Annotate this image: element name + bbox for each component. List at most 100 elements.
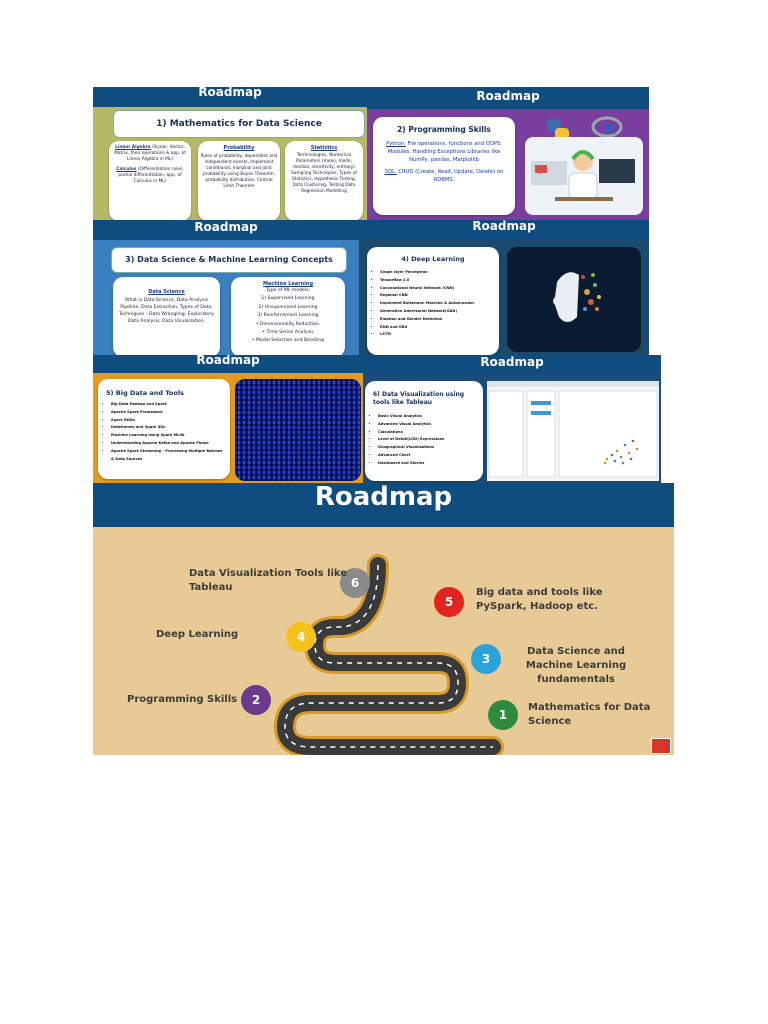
banner-title: Roadmap [472,220,536,233]
banner-title: Roadmap [196,355,260,367]
calculus-title: Calculus [116,167,137,172]
panel-heading: 1) Mathematics for Data Science [113,110,365,138]
python-text: File operations, functions and OOPS, Mod… [387,141,502,163]
dv-heading: 6) Data Visualization using tools like T… [373,391,465,406]
panel-programming: Roadmap 2) Programming Skills Python: Fi… [367,87,649,220]
binary-code-image-icon [235,379,361,481]
list-item: Regional CNN [380,292,495,300]
card-linear-algebra: Linear Algebra (Scalar, Vector, Matrix, … [109,141,191,220]
ds-title: Data Science [148,289,185,295]
ai-brain-image-icon [507,247,641,352]
banner-title: Roadmap [480,355,544,369]
probability-title: Probability [223,145,255,151]
roadmap-title: Roadmap [314,483,453,512]
banner-title: Roadmap [476,89,540,103]
sql-label: SQL: [384,169,397,175]
step-label-5: Big data and tools like PySpark, Hadoop … [476,587,603,612]
step-label-3: Data Science and Machine Learning fundam… [525,646,627,685]
list-item: Generative Adversarial Network(GAN) [380,308,495,316]
programming-heading: 2) Programming Skills [397,125,491,134]
card-big-data: 5) Big Data and Tools Big Data Hadoop an… [98,379,230,479]
panel-banner: Roadmap [367,87,649,109]
linear-algebra-text: (Scalar, Vector, Matrix, their operation… [114,145,186,162]
list-item: Understanding Apache Kafka and Apache Fl… [111,440,226,448]
panel-banner: Roadmap [359,220,649,240]
linear-algebra-title: Linear Algebra [115,145,151,150]
list-item: Implement Boltzmann Machine & Autoencode… [380,300,495,308]
roadmap-banner: Roadmap [93,483,674,527]
dl-list: Single layer Perceptron Tensorflow 2.0 C… [371,269,495,339]
list-item: Big Data Hadoop and Spark [111,401,226,409]
bd-heading: 5) Big Data and Tools [106,389,184,397]
corner-logo-icon [651,738,671,754]
ml-line: 3) Reinforcement Learning [257,313,319,319]
panel-banner: Roadmap [93,355,363,373]
list-item: Dataframes and Spark SQL [111,424,226,432]
step-circle-3: 3 [471,644,501,674]
ml-line: • Model Selection and Boosting [251,338,325,344]
list-item: Dashboard and Stories [378,460,479,468]
ml-line: Type of ML models: [265,288,311,293]
list-item: Apache Spark Framework [111,409,226,417]
card-probability: Probability Rules of probability, depend… [198,141,280,220]
list-item: Machine Learning using Spark MLlib [111,432,226,440]
step-label-2: Programming Skills [127,694,238,705]
step-circle-6: 6 [340,568,370,598]
card-statistics: Statistics Terminologies, Numerical Para… [285,141,363,220]
panel-heading: 3) Data Science & Machine Learning Conce… [111,247,347,273]
card-deep-learning: 4) Deep Learning Single layer Perceptron… [367,247,499,355]
calculus-text: (Differentiation rules, partial differen… [118,167,184,184]
step-label-4: Deep Learning [156,629,239,640]
panel-banner: Roadmap [93,220,359,240]
card-data-science: Data Science What is Data Science, Data … [113,277,220,355]
list-item: Tensorflow 2.0 [380,277,495,285]
panel-big-data: Roadmap 5) Big Data and Tools Big Data H… [93,355,363,483]
ml-line: 2) Unsupervised Learning [258,304,318,310]
ml-title: Machine Learning [262,281,314,287]
dl-heading: 4) Deep Learning [401,255,465,263]
panel-banner: Roadmap [93,87,367,107]
ml-line: • Dimensionality Reduction. [255,321,321,327]
sql-text: CRUD (Create, Read, Update, Delete) on R… [398,169,504,183]
panel-deep-learning: Roadmap 4) Deep Learning Single layer Pe… [359,220,649,355]
r-logo-icon: R [591,115,623,141]
panel-ds-ml: Roadmap 3) Data Science & Machine Learni… [93,220,359,355]
svg-text:R: R [604,120,616,138]
panel-data-visualization: Roadmap 6) Data Visualization using tool… [363,355,661,483]
list-item: Apache Spark Streaming - Processing Mult… [111,448,226,464]
list-item: Single layer Perceptron [380,269,495,277]
banner-title: Roadmap [194,220,258,234]
tableau-screenshot-icon [487,381,659,481]
roadmap-infographic: Roadmap 6 5 4 3 2 1 Data Visualization T… [93,483,674,755]
ds-text: What is Data Science, Data Analysis Pipe… [118,298,215,324]
card-data-visualization: 6) Data Visualization using tools like T… [365,381,483,481]
step-label-1: Mathematics for Data Science [528,702,651,727]
probability-text: Rules of probability, dependent and inde… [200,154,278,189]
ml-line: 1) Supervised Learning [261,296,315,302]
step-circle-2: 2 [241,685,271,715]
list-item: Basic Visual Analytics [378,413,479,421]
list-item: Convolutional Neural Network (CNN) [380,285,495,293]
card-programming: 2) Programming Skills Python: File opera… [373,117,515,215]
list-item: Calculations [378,429,479,437]
list-item: Spark RDDs [111,417,226,425]
ml-line: • Time Series Analysis [262,330,314,336]
programmer-illustration-icon [525,137,643,215]
step-circle-1: 1 [488,700,518,730]
statistics-title: Statistics [310,145,338,151]
step-label-6: Data Visualization Tools like Tableau [189,568,348,593]
card-machine-learning: Machine Learning Type of ML models: 1) S… [231,277,345,355]
list-item: RNN and GRU [380,324,495,332]
dv-list: Basic Visual Analytics Advanced Visual A… [369,413,479,468]
list-item: Geographical Visualizations [378,444,479,452]
list-item: Level of Detail(LOD) Expressions [378,436,479,444]
winding-road [273,554,504,755]
panel-mathematics: Roadmap 1) Mathematics for Data Science … [93,87,367,220]
list-item: Advanced Chart [378,452,479,460]
list-item: Advanced Visual Analytics [378,421,479,429]
python-label: Python: [386,141,406,147]
panel-banner: Roadmap [363,355,661,373]
banner-title: Roadmap [198,87,262,99]
list-item: LSTM [380,331,495,339]
statistics-text: Terminologies, Numerical Parameters (mea… [291,153,357,194]
